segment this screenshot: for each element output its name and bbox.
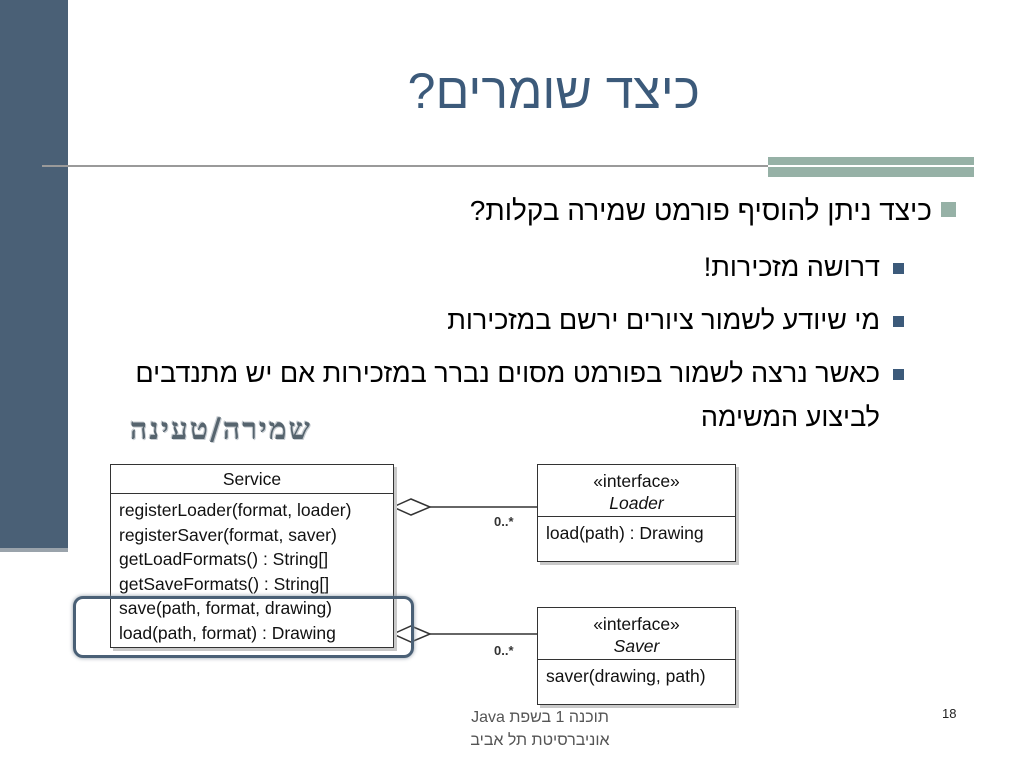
saver-interface-name: Saver [613,636,660,656]
service-method: getSaveFormats() : String[] [119,573,330,594]
title-accent-bar [768,157,974,177]
page-number: 18 [942,706,957,721]
service-methods: registerLoader(format, loader) registerS… [111,494,393,649]
bullet-square-icon [893,263,904,274]
footer-course: תוכנה 1 בשפת Java [471,709,609,726]
loader-interface-name: Loader [609,493,664,513]
uml-class-service: Service registerLoader(format, loader) r… [110,464,394,648]
loader-method: load(path) : Drawing [546,523,704,543]
save-load-stamp-label: שמירה/טעינה [130,412,312,447]
left-sidebar-decoration [0,0,68,548]
saver-multiplicity: 0..* [494,643,514,658]
service-method: registerLoader(format, loader) [119,500,352,520]
loader-multiplicity: 0..* [494,514,514,529]
bullet-level2: כאשר נרצה לשמור בפורמט מסוים נברר במזכיר… [135,358,880,432]
bullet-square-icon [893,369,904,380]
bullet-square-icon [941,202,956,217]
slide-footer: תוכנה 1 בשפת Java אוניברסיטת תל אביב [420,706,660,752]
saver-stereotype: «interface» [593,614,680,634]
loader-stereotype: «interface» [593,471,680,491]
loader-aggregation-diamond [391,498,432,516]
uml-interface-saver: «interface» Saver saver(drawing, path) [537,607,736,705]
saver-method: saver(drawing, path) [546,666,706,686]
save-load-highlight-frame [73,596,414,658]
uml-interface-loader: «interface» Loader load(path) : Drawing [537,464,736,562]
footer-university: אוניברסיטת תל אביב [470,732,610,749]
service-method: getLoadFormats() : String[] [119,549,329,569]
service-method: load(path, format) : Drawing [119,622,336,643]
bullet-level2: מי שיודע לשמור ציורים ירשם במזכירות [447,305,880,335]
bullet-level2: דרושה מזכירות! [703,252,880,282]
service-method: save(path, format, drawing) [119,598,333,618]
left-sidebar-shadow [0,548,68,552]
service-method: registerSaver(format, saver) [119,524,337,545]
service-class-name: Service [111,465,393,494]
bullet-level1: כיצד ניתן להוסיף פורמט שמירה בקלות? [469,195,932,226]
bullet-square-icon [893,316,904,327]
title-divider [42,165,772,167]
slide-title: כיצד שומרים? [407,63,700,119]
